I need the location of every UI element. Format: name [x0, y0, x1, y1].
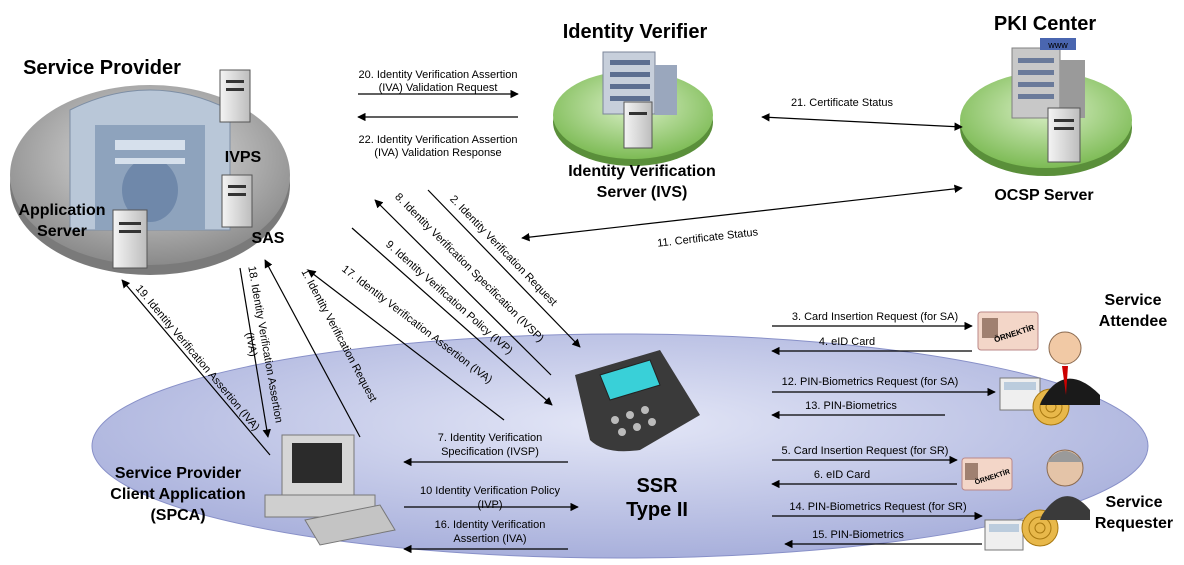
eid-card-icon-sr: ÖRNEKTİR [961, 457, 1013, 491]
msg-16-line-2: Assertion (IVA) [453, 533, 526, 545]
msg-10-line-1: 10 Identity Verification Policy [420, 485, 561, 497]
msg-7-line-2: Specification (IVSP) [441, 446, 539, 458]
msg-15: 15. PIN-Biometrics [812, 529, 904, 541]
identity-verifier-title: Identity Verifier [563, 21, 708, 43]
msg-3: 3. Card Insertion Request (for SA) [792, 311, 958, 323]
ssr-terminal-icon [575, 350, 700, 452]
msg-6: 6. eID Card [814, 469, 870, 481]
ivs-label-1: Identity Verification [568, 163, 716, 180]
pin-pad-icon-sr [984, 519, 1024, 551]
pki-center-building-icon: www [1011, 38, 1085, 119]
pki-center-title: PKI Center [994, 13, 1096, 35]
msg-12: 12. PIN-Biometrics Request (for SA) [782, 376, 959, 388]
msg-2: 2. Identity Verification Request [447, 193, 559, 308]
msg-21: 21. Certificate Status [791, 97, 894, 109]
msg-14: 14. PIN-Biometrics Request (for SR) [789, 501, 966, 513]
spca-computer-icon [264, 434, 396, 546]
pki-center-platform [960, 72, 1132, 176]
msg-4: 4. eID Card [819, 336, 875, 348]
spca-label-3: (SPCA) [150, 507, 205, 524]
msg-22-line-1: 22. Identity Verification Assertion [359, 134, 518, 146]
ivps-server-icon [219, 69, 251, 123]
msg-5: 5. Card Insertion Request (for SR) [782, 445, 949, 457]
service-attendee-label-2: Attendee [1099, 313, 1168, 330]
arrow-m8 [374, 199, 552, 376]
msg-16-line-1: 16. Identity Verification [435, 519, 546, 531]
ivs-label-2: Server (IVS) [597, 184, 688, 201]
arrow-m21 [761, 113, 963, 131]
arrow-m18 [239, 267, 271, 438]
arrow-m9 [351, 227, 553, 406]
application-server-label-1: Application [18, 202, 105, 219]
pki-sign: www [1047, 40, 1068, 50]
application-server-label-2: Server [37, 223, 87, 240]
service-attendee-person-icon [1040, 331, 1100, 405]
msg-7-line-1: 7. Identity Verification [438, 432, 543, 444]
msg-11: 11. Certificate Status [657, 226, 759, 249]
msg-18-line-2: (IVA) [243, 331, 259, 357]
spca-label-1: Service Provider [115, 465, 241, 482]
service-provider-building-icon [69, 89, 231, 231]
msg-13: 13. PIN-Biometrics [805, 400, 897, 412]
spca-label-2: Client Application [110, 486, 245, 503]
application-server-icon [112, 209, 148, 269]
service-requester-label-1: Service [1106, 494, 1163, 511]
sas-server-icon [221, 174, 253, 228]
service-requester-person-icon [1040, 449, 1090, 520]
service-provider-title: Service Provider [23, 57, 181, 79]
msg-10-line-2: (IVP) [477, 499, 502, 511]
ivps-label: IVPS [225, 149, 262, 166]
msg-20-line-2: (IVA) Validation Request [379, 82, 498, 94]
service-attendee-label-1: Service [1105, 292, 1162, 309]
ivs-server-icon [623, 101, 653, 149]
arrow-m1 [264, 259, 361, 438]
msg-22-line-2: (IVA) Validation Response [374, 147, 501, 159]
sas-label: SAS [252, 230, 285, 247]
ssr-label-2: Type II [626, 499, 688, 521]
arrow-m2 [427, 189, 581, 348]
arrow-m19 [121, 279, 271, 456]
arrow-m11 [521, 184, 963, 242]
msg-20-line-1: 20. Identity Verification Assertion [359, 69, 518, 81]
arrow-m17 [307, 269, 505, 421]
ocsp-server-icon [1047, 107, 1081, 163]
ssr-label-1: SSR [636, 475, 678, 497]
ocsp-label: OCSP Server [994, 187, 1093, 204]
service-requester-label-2: Requester [1095, 515, 1173, 532]
eid-card-icon-sa: ÖRNEKTİR [977, 311, 1039, 351]
